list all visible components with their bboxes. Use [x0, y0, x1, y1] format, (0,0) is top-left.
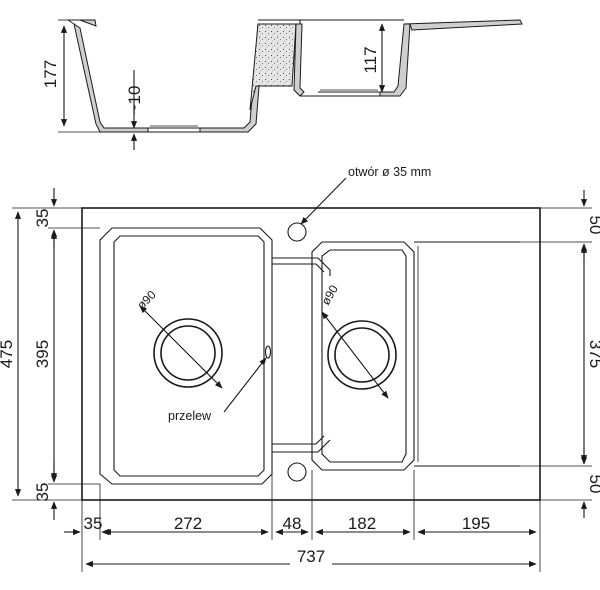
- hole-annotation: otwór ø 35 mm: [348, 165, 431, 179]
- left-bowl-wall: [67, 19, 149, 133]
- small-drain: [327, 320, 397, 390]
- dim-main-bowl-length: 395: [33, 340, 52, 368]
- dim-bottom-margin: 35: [33, 483, 52, 502]
- dim-small-bowl-width: 182: [348, 514, 376, 533]
- tap-hole-top: [287, 222, 307, 242]
- small-bowl-left-wall: [293, 23, 305, 97]
- dim-total-depth: 475: [0, 340, 16, 368]
- small-bowl-right-wall: [379, 23, 411, 97]
- dim-small-bowl-length: 375: [586, 340, 600, 368]
- dim-total-width: 737: [297, 547, 325, 566]
- overflow-slot: [264, 345, 272, 359]
- divider-section: [249, 23, 297, 111]
- dim-divider-width: 48: [283, 514, 302, 533]
- overflow-annotation: przelew: [168, 409, 212, 423]
- dim-right-bottom-margin: 50: [586, 475, 600, 494]
- dim-main-bowl-width: 272: [174, 514, 202, 533]
- dim-drainer-width: 195: [462, 514, 490, 533]
- dim-depth-main: 177: [41, 60, 60, 88]
- main-bowl: [99, 227, 273, 485]
- main-drain-diameter: ø90: [134, 287, 159, 312]
- dim-right-top-margin: 50: [586, 216, 600, 235]
- dim-top-margin: 35: [33, 209, 52, 228]
- dim-wall-offset: ~10: [125, 86, 144, 115]
- drainer-surface: [403, 19, 523, 31]
- sink-outline: [81, 207, 541, 501]
- main-drain: [153, 318, 223, 388]
- tap-hole-bottom: [287, 462, 307, 482]
- cross-section: 177 ~10 117: [41, 19, 523, 150]
- plan-view: ø90 ø90 otwór ø 35 mm przelew 475 35 395…: [0, 165, 600, 572]
- small-bowl: [311, 241, 415, 471]
- dim-left-margin: 35: [84, 514, 103, 533]
- dim-depth-small: 117: [361, 46, 380, 73]
